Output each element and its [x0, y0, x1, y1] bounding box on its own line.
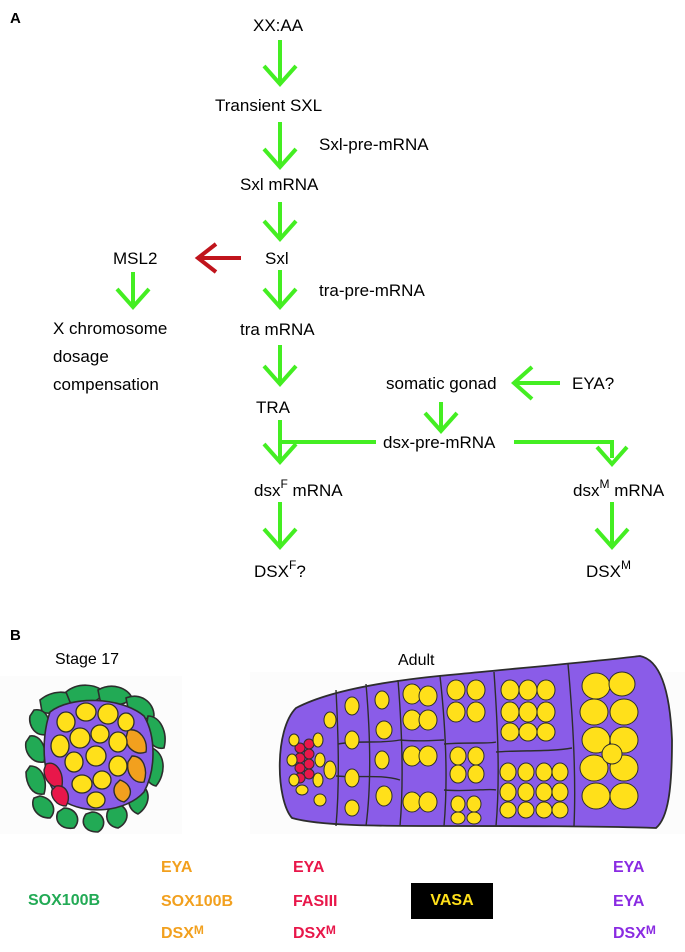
DSXF-tail: ?: [296, 562, 306, 581]
legend-vasa-label: VASA: [430, 892, 474, 909]
DSXM-base: DSX: [586, 562, 621, 581]
arrow-msl2-to-dosage: [115, 272, 151, 311]
arrow-dsxm-to-DSXM: [594, 502, 630, 551]
legend-orange-dsx-sup: M: [193, 923, 204, 937]
adult-yellow-cells: [286, 671, 639, 825]
node-tra-pre-mrna: tra-pre-mRNA: [319, 281, 425, 300]
node-dsx-pre-mrna: dsx-pre-mRNA: [383, 433, 496, 452]
legend-purple-dsx-sup: M: [645, 923, 656, 937]
node-DSXF: DSXF?: [254, 559, 306, 581]
arrow-tra-mrna-to-tra: [262, 345, 298, 388]
stage17-red-cells: [43, 762, 70, 807]
legend-orange-dsx-base: DSX: [161, 925, 194, 942]
branch-dsx-pre-right: [514, 440, 629, 468]
dsxf-base: dsx: [254, 481, 281, 500]
legend-red-dsxm: DSXM: [293, 923, 336, 942]
node-compensation: compensation: [53, 375, 159, 394]
arrow-tra-to-dsxf: [262, 420, 298, 466]
dsxf-sup: F: [280, 477, 288, 491]
arrow-xxaa-to-transient-sxl: [262, 40, 298, 88]
node-DSXM: DSXM: [586, 559, 631, 581]
node-tra-mrna: tra mRNA: [240, 320, 315, 339]
node-x-chromosome: X chromosome: [53, 319, 168, 338]
legend-red-fasiii: FASIII: [293, 893, 338, 910]
panel-a-label: A: [10, 10, 21, 27]
legend-red-dsx-sup: M: [325, 923, 336, 937]
stage17-orange-cells: [113, 729, 147, 803]
dsxm-sup: M: [599, 477, 610, 491]
adult-label: Adult: [398, 652, 435, 669]
dsxm-base: dsx: [573, 481, 600, 500]
dsxm-tail: mRNA: [609, 481, 665, 500]
legend-purple-dsx-base: DSX: [613, 925, 646, 942]
arrow-transient-to-sxl-mrna: [262, 122, 298, 171]
node-msl2: MSL2: [113, 249, 158, 268]
legend-green-sox100b: SOX100B: [28, 892, 101, 909]
DSXF-sup: F: [288, 558, 297, 572]
node-sxl-pre-mrna: Sxl-pre-mRNA: [319, 135, 429, 154]
arrow-sxl-to-tra-mrna: [262, 270, 298, 311]
legend-vasa-box: VASA: [411, 883, 493, 919]
stage17-yellow-cells: [50, 702, 135, 809]
node-eya-question: EYA?: [572, 374, 615, 393]
legend-orange-dsxm: DSXM: [161, 923, 204, 942]
node-sxl-mrna: Sxl mRNA: [240, 175, 319, 194]
node-dosage: dosage: [53, 347, 109, 366]
DSXF-base: DSX: [254, 562, 289, 581]
adult-cyst-boundaries: [335, 663, 576, 827]
arrow-sxl-to-msl2: [194, 242, 241, 274]
legend-orange-sox100b: SOX100B: [161, 893, 234, 910]
node-xxaa: XX:AA: [253, 16, 304, 35]
arrow-eya-to-somatic-gonad: [510, 365, 560, 401]
node-dsxf-mrna: dsxF mRNA: [254, 478, 343, 500]
legend-purple-eya-2: EYA: [613, 893, 645, 910]
legend-purple-eya-1: EYA: [613, 859, 645, 876]
panel-b-label: B: [10, 627, 21, 644]
node-dsxm-mrna: dsxM mRNA: [573, 478, 665, 500]
legend-red-eya: EYA: [293, 859, 325, 876]
arrow-sxl-mrna-to-sxl: [262, 202, 298, 243]
node-sxl: Sxl: [265, 249, 289, 268]
arrow-dsxf-to-DSXF: [262, 502, 298, 551]
stage17-label: Stage 17: [55, 651, 120, 668]
dsxf-tail: mRNA: [287, 481, 343, 500]
legend-orange-eya: EYA: [161, 859, 193, 876]
legend-purple-dsxm: DSXM: [613, 923, 656, 942]
arrow-somatic-gonad-to-dsx-pre: [423, 402, 459, 435]
legend-red-dsx-base: DSX: [293, 925, 326, 942]
DSXM-sup: M: [620, 558, 631, 572]
node-transient-sxl: Transient SXL: [215, 96, 323, 115]
node-somatic-gonad: somatic gonad: [386, 374, 497, 393]
node-tra: TRA: [256, 398, 290, 417]
